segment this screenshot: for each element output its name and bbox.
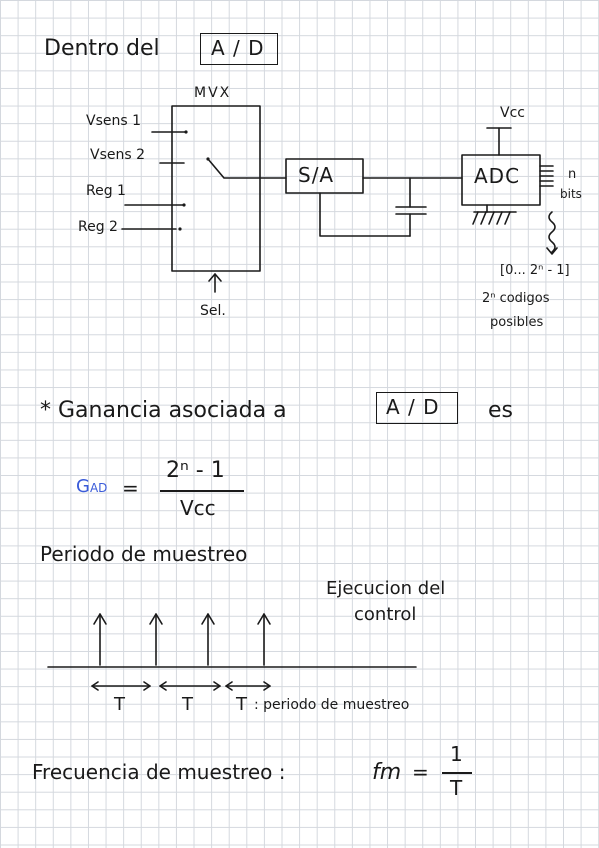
- ad-box-header: [200, 33, 278, 65]
- bits-n-label: n: [568, 167, 577, 182]
- gain-intro: * Ganancia asociada a: [40, 398, 287, 423]
- squiggle-arrow: [548, 211, 556, 253]
- gain-symbol: GAD: [76, 478, 107, 496]
- sample-hold-box: [285, 158, 364, 194]
- gain-suffix: es: [488, 398, 513, 423]
- ad-box-label: A / D: [211, 36, 265, 60]
- gain-denominator: Vcc: [180, 496, 216, 520]
- codes-line1: 2ⁿ codigos: [482, 291, 550, 306]
- ad-box-gain-label: A / D: [386, 395, 440, 419]
- select-label: Sel.: [200, 303, 226, 319]
- ad-box-gain: [376, 392, 458, 424]
- frequency-fraction-bar: [442, 772, 472, 774]
- sample-hold-label: S/A: [298, 163, 335, 187]
- sampling-title: Periodo de muestreo: [40, 542, 248, 566]
- feedback-wire: [319, 192, 411, 237]
- frequency-lhs: fm: [372, 760, 402, 785]
- mux-box: [171, 105, 261, 272]
- frequency-numerator: 1: [450, 742, 463, 766]
- input-label-vsens1: Vsens 1: [86, 113, 142, 129]
- frequency-denominator: T: [450, 776, 463, 800]
- input-label-reg1: Reg 1: [86, 183, 126, 199]
- adc-box: [461, 154, 541, 206]
- codes-line2: posibles: [490, 315, 544, 330]
- gain-fraction-bar: [160, 490, 244, 492]
- period-label-3: T: [236, 694, 247, 715]
- frequency-text: Frecuencia de muestreo :: [32, 760, 286, 784]
- gain-symbol-sub: AD: [89, 481, 108, 495]
- vcc-label: Vcc: [500, 105, 525, 121]
- period-label-1: T: [114, 694, 125, 715]
- control-annotation-line2: control: [354, 604, 417, 625]
- code-range-label: [0... 2ⁿ - 1]: [500, 263, 570, 278]
- gain-numerator: 2ⁿ - 1: [166, 458, 225, 483]
- mux-switch: [207, 158, 287, 179]
- input-label-vsens2: Vsens 2: [90, 147, 146, 163]
- mux-label: MVX: [194, 85, 232, 101]
- adc-label: ADC: [474, 164, 521, 188]
- period-label-2: T: [182, 694, 193, 715]
- bits-label: bits: [560, 187, 582, 201]
- frequency-equals: =: [412, 760, 429, 784]
- control-annotation-line1: Ejecucion del: [326, 578, 446, 599]
- gain-symbol-letter: G: [76, 476, 90, 497]
- gain-equals: =: [122, 476, 139, 500]
- period-definition: : periodo de muestreo: [254, 697, 410, 713]
- input-label-reg2: Reg 2: [78, 219, 118, 235]
- page-title: Dentro del: [44, 36, 160, 61]
